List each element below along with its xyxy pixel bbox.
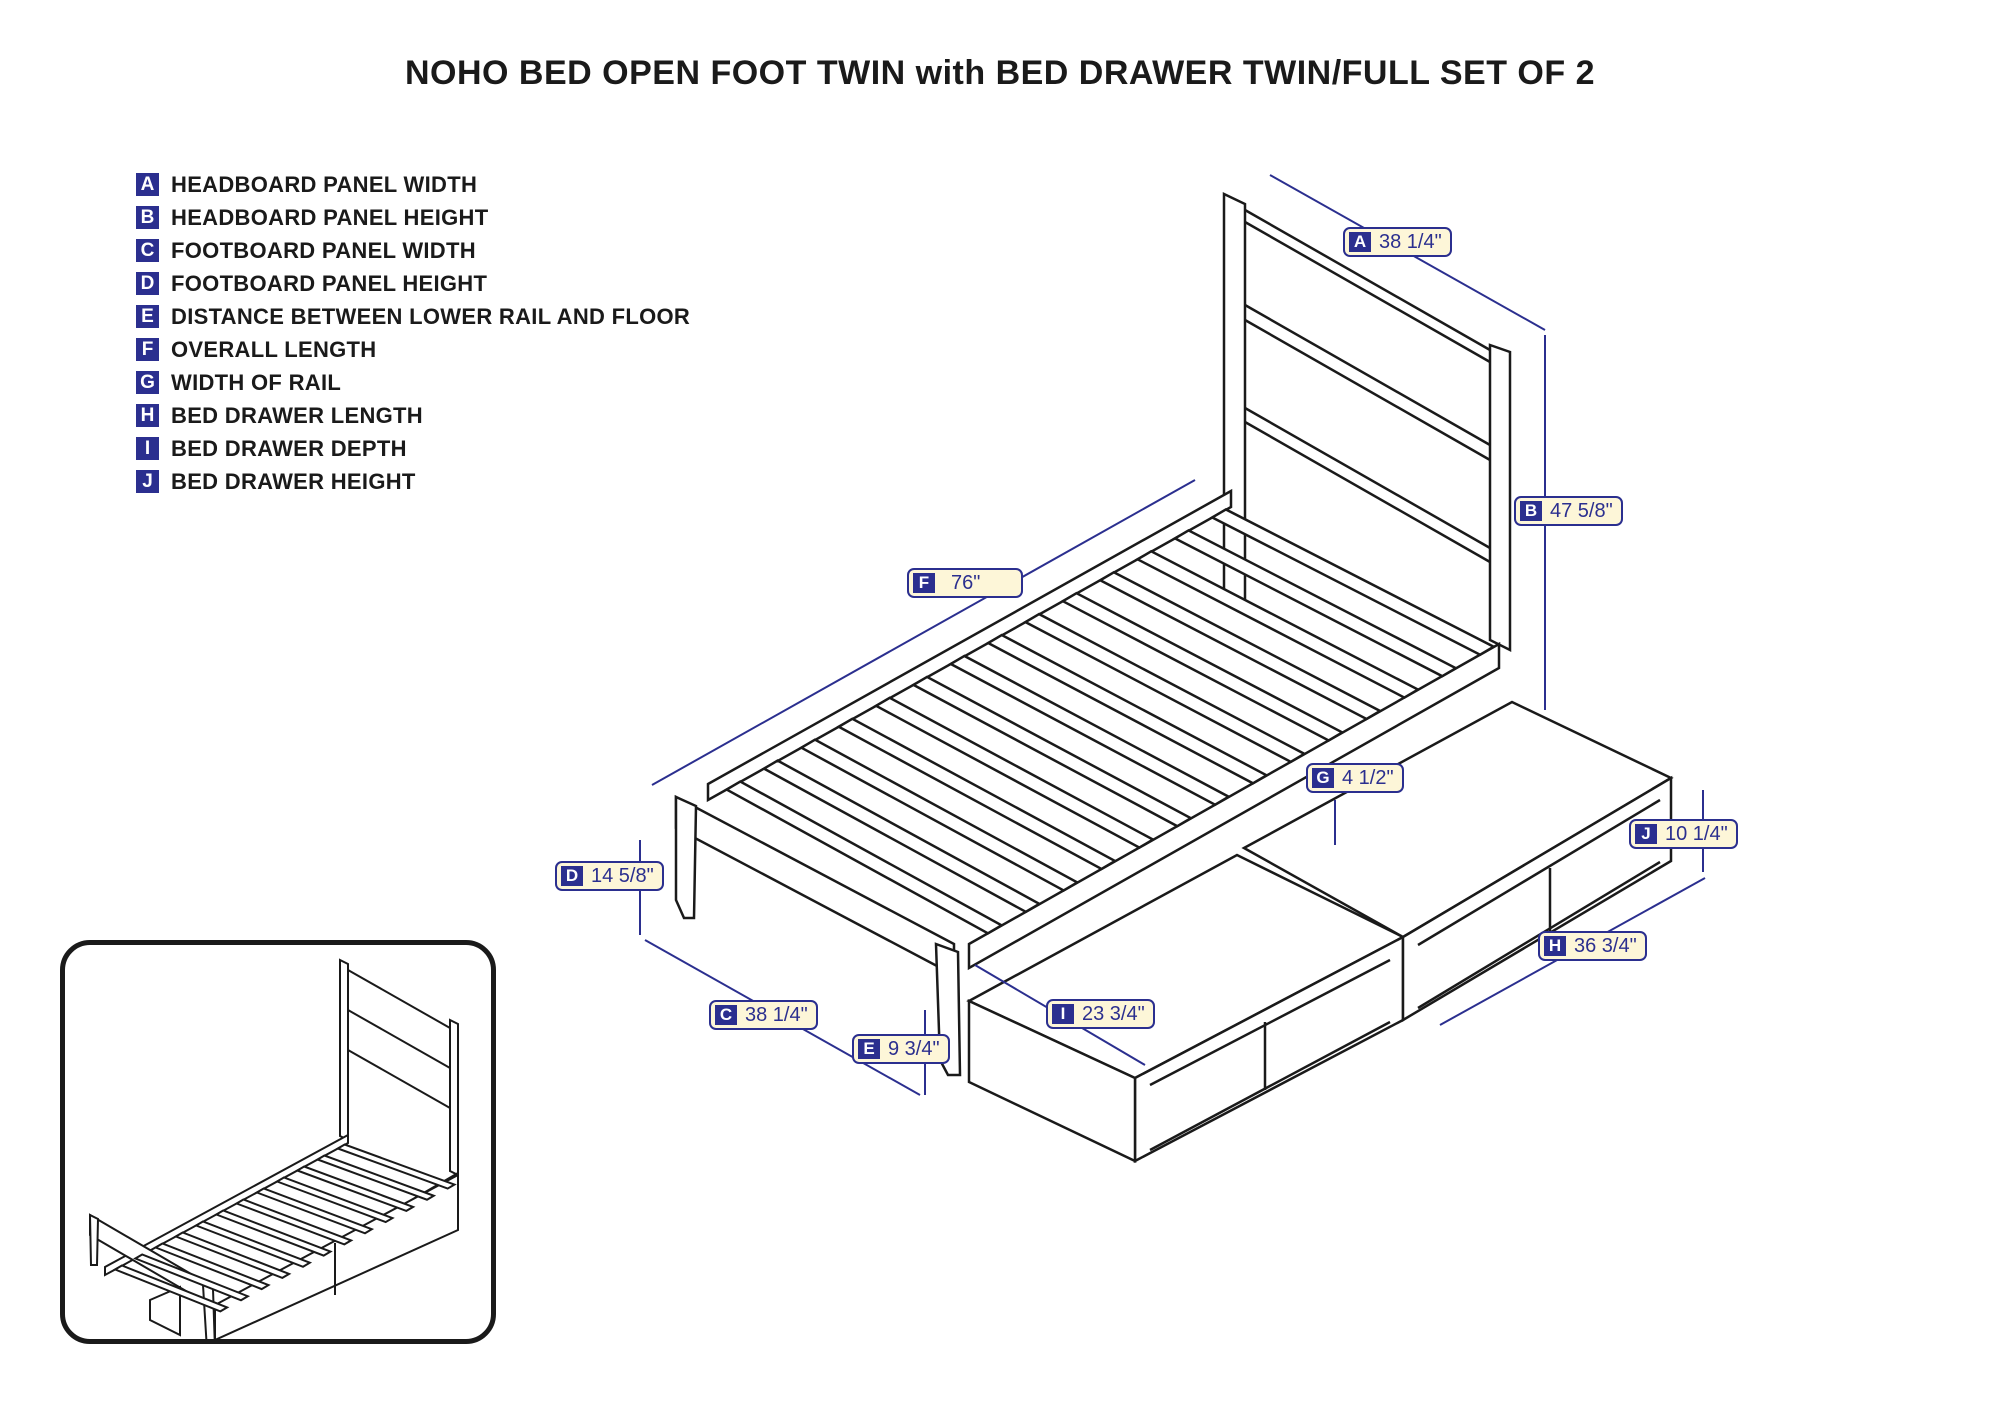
slat — [274, 1176, 395, 1224]
headboard — [1222, 192, 1247, 607]
slat — [873, 696, 1156, 850]
preview-slats — [112, 1143, 457, 1313]
legend-key: D — [136, 272, 159, 295]
callout-key: H — [1544, 936, 1566, 956]
slat — [173, 1231, 292, 1280]
callout-key: B — [1520, 501, 1542, 521]
callout-key: C — [715, 1005, 737, 1025]
legend-label: OVERALL LENGTH — [171, 336, 377, 362]
legend-item: F OVERALL LENGTH — [136, 333, 690, 366]
page-title: NOHO BED OPEN FOOT TWIN with BED DRAWER … — [404, 54, 1595, 92]
legend-key: E — [136, 305, 159, 328]
slat — [193, 1220, 313, 1268]
callout-value: 23 3/4" — [1082, 1002, 1145, 1025]
legend-item: E DISTANCE BETWEEN LOWER RAIL AND FLOOR — [136, 300, 690, 333]
legend-key: B — [136, 206, 159, 229]
legend-item: I BED DRAWER DEPTH — [136, 432, 690, 465]
dimension-callout-b: B 47 5/8" — [1514, 496, 1623, 526]
slat — [295, 1165, 416, 1213]
legend-label: HEADBOARD PANEL WIDTH — [171, 171, 478, 197]
slat — [985, 633, 1270, 785]
far-side-rail — [706, 488, 1233, 803]
dimension-legend: A HEADBOARD PANEL WIDTH B HEADBOARD PANEL … — [136, 168, 690, 498]
slat — [1022, 612, 1307, 764]
slat — [153, 1242, 271, 1291]
legend-label: FOOTBOARD PANEL WIDTH — [171, 237, 476, 263]
slat — [1172, 528, 1459, 678]
slat — [1060, 591, 1345, 742]
legend-label: BED DRAWER HEIGHT — [171, 468, 416, 494]
callout-key: E — [858, 1039, 880, 1059]
slat — [1097, 570, 1383, 721]
callout-key: G — [1312, 768, 1334, 788]
bed-frame — [674, 192, 1674, 1164]
callout-key: F — [913, 573, 935, 593]
legend-item: J BED DRAWER HEIGHT — [136, 465, 690, 498]
callout-key: I — [1052, 1004, 1074, 1024]
legend-key: C — [136, 239, 159, 262]
slat — [948, 654, 1232, 807]
dimension-callout-a: A 38 1/4" — [1343, 227, 1452, 257]
slat — [1135, 549, 1421, 699]
slat — [798, 738, 1080, 892]
legend-label: BED DRAWER LENGTH — [171, 402, 423, 428]
slat — [1209, 508, 1497, 657]
callout-value: 38 1/4" — [745, 1003, 808, 1026]
callout-key: J — [1635, 824, 1657, 844]
legend-label: HEADBOARD PANEL HEIGHT — [171, 204, 489, 230]
slat — [724, 780, 1005, 935]
callout-value: 47 5/8" — [1550, 499, 1613, 522]
slat — [214, 1209, 333, 1257]
legend-key: I — [136, 437, 159, 460]
slat — [112, 1264, 230, 1313]
slat — [836, 717, 1118, 871]
legend-item: H BED DRAWER LENGTH — [136, 399, 690, 432]
slat — [910, 675, 1194, 828]
dimension-callout-c: C 38 1/4" — [709, 1000, 818, 1030]
assembled-bed-preview — [60, 940, 496, 1344]
dimension-callout-h: H 36 3/4" — [1538, 931, 1647, 961]
callout-value: 14 5/8" — [591, 864, 654, 887]
dimension-callout-j: J 10 1/4" — [1629, 819, 1738, 849]
dimension-callout-f: F 76" — [907, 568, 1023, 598]
legend-key: J — [136, 470, 159, 493]
legend-key: H — [136, 404, 159, 427]
legend-label: DISTANCE BETWEEN LOWER RAIL AND FLOOR — [171, 303, 691, 329]
legend-item: B HEADBOARD PANEL HEIGHT — [136, 201, 690, 234]
callout-value: 76" — [951, 571, 981, 594]
dimension-callout-i: I 23 3/4" — [1046, 999, 1155, 1029]
slat — [315, 1154, 437, 1201]
dimension-callout-e: E 9 3/4" — [852, 1034, 950, 1064]
callout-value: 9 3/4" — [888, 1037, 940, 1060]
legend-item: A HEADBOARD PANEL WIDTH — [136, 168, 690, 201]
legend-label: BED DRAWER DEPTH — [171, 435, 407, 461]
slat — [254, 1187, 375, 1235]
callout-value: 36 3/4" — [1574, 934, 1637, 957]
bed-drawer-2 — [1241, 700, 1674, 1023]
callout-value: 10 1/4" — [1665, 822, 1728, 845]
dimension-callout-d: D 14 5/8" — [555, 861, 664, 891]
legend-label: WIDTH OF RAIL — [171, 369, 342, 395]
callout-value: 38 1/4" — [1379, 230, 1442, 253]
legend-item: C FOOTBOARD PANEL WIDTH — [136, 234, 690, 267]
legend-key: A — [136, 173, 159, 196]
headboard-right-post — [1488, 343, 1512, 653]
slats — [724, 508, 1497, 935]
slat — [234, 1198, 354, 1246]
legend-key: F — [136, 338, 159, 361]
callout-key: D — [561, 866, 583, 886]
preview-drawing — [88, 958, 459, 1339]
slat — [761, 759, 1042, 914]
dimension-callout-g: G 4 1/2" — [1306, 763, 1404, 793]
callout-value: 4 1/2" — [1342, 766, 1394, 789]
footboard-left-leg — [674, 795, 698, 920]
legend-item: G WIDTH OF RAIL — [136, 366, 690, 399]
slat — [133, 1253, 251, 1302]
legend-key: G — [136, 371, 159, 394]
legend-item: D FOOTBOARD PANEL HEIGHT — [136, 267, 690, 300]
legend-label: FOOTBOARD PANEL HEIGHT — [171, 270, 488, 296]
slat — [335, 1143, 457, 1190]
callout-key: A — [1349, 232, 1371, 252]
